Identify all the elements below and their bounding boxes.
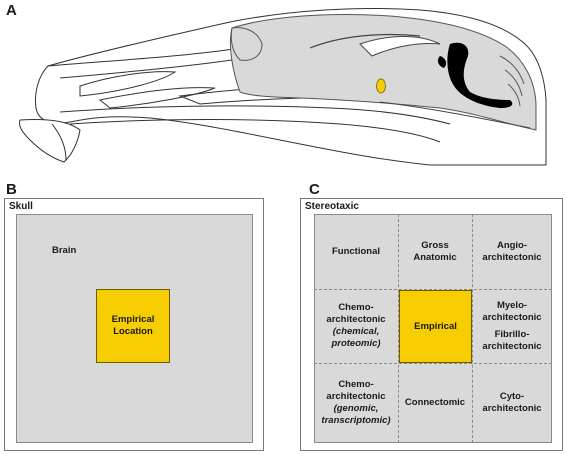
grid-line-horizontal-1: [314, 289, 552, 290]
cerebellum-folds: [499, 55, 525, 107]
cell-chemo2-architectonic-text: architectonic: [326, 391, 386, 402]
brainstem-line: [379, 101, 531, 129]
panel-b-letter: B: [6, 181, 17, 198]
cell-anatomic-text: Anatomic: [413, 251, 457, 263]
cell-transcriptomic-text: transcriptomic): [321, 415, 391, 426]
mandible: [19, 119, 81, 163]
grid-line-vertical-1: [398, 214, 399, 443]
skull-sagittal-drawing: [19, 8, 547, 166]
cell-cyto-architectonic: Cyto- architectonic: [472, 363, 552, 443]
cell-chemo2-text: Chemo-: [338, 379, 374, 390]
cell-angio-architectonic-text: architectonic: [482, 251, 542, 263]
snout-line-mid: [59, 59, 233, 79]
jaw-line-3: [69, 119, 441, 143]
empirical-location-line1: Empirical: [111, 314, 155, 325]
cell-genomic-text: (genomic,: [333, 403, 379, 414]
brain-label: Brain: [52, 245, 77, 256]
cell-angio-architectonic: Angio- architectonic: [472, 214, 552, 289]
cell-myelo-fibrillo: Myelo- architectonic Fibrillo- architect…: [472, 289, 552, 363]
jaw-line-2: [59, 105, 451, 125]
olfactory-bulb: [230, 27, 263, 61]
turbinate-loop-2: [98, 87, 216, 109]
snout-line-upper: [47, 47, 241, 67]
empirical-location-box: Empirical Location: [96, 289, 170, 363]
cell-myelo-architectonic-text: architectonic: [482, 311, 542, 323]
ventricle-fourth: [447, 42, 513, 109]
cell-chemo-text: Chemo-: [338, 302, 374, 313]
cell-chemical-text: (chemical,: [332, 326, 380, 337]
grid-line-vertical-2: [472, 214, 473, 443]
panel-a-letter: A: [6, 2, 17, 19]
empirical-location-marker: [376, 78, 386, 94]
corpus-callosum: [309, 33, 421, 49]
cell-angio-text: Angio-: [496, 239, 528, 251]
cell-functional-text: Functional: [331, 245, 381, 257]
empirical-center-box: Empirical: [399, 290, 472, 363]
ventricle-small: [437, 56, 447, 68]
cell-functional: Functional: [314, 214, 398, 289]
cell-fibrillo-architectonic-text: architectonic: [482, 340, 542, 352]
cell-cyto-architectonic-text: architectonic: [482, 403, 542, 414]
incisor: [51, 123, 67, 161]
hippocampus-curve: [359, 36, 441, 57]
cell-gross-text: Gross: [421, 239, 449, 251]
grid-line-horizontal-2: [314, 363, 552, 364]
empirical-location-line2: Location: [113, 326, 153, 337]
panel-c-letter: C: [309, 181, 320, 198]
stereotaxic-label: Stereotaxic: [305, 201, 359, 212]
cell-gross-anatomic: Gross Anatomic: [398, 214, 472, 289]
cell-chemo-proteomic: Chemo- architectonic (chemical, proteomi…: [314, 289, 398, 363]
cell-proteomic-text: proteomic): [331, 338, 381, 349]
cell-myelo-text: Myelo-: [496, 299, 528, 311]
cell-fibrillo-text: Fibrillo-: [494, 328, 530, 340]
skull-label: Skull: [9, 201, 33, 212]
cell-connectomic-text: Connectomic: [404, 397, 466, 408]
cell-connectomic: Connectomic: [398, 363, 472, 443]
turbinate-loop-1: [79, 71, 177, 97]
empirical-center-text: Empirical: [414, 320, 457, 332]
cell-cyto-text: Cyto-: [499, 391, 525, 402]
cell-chemo-architectonic-text: architectonic: [326, 314, 386, 325]
cell-chemo-transcriptomic: Chemo- architectonic (genomic, transcrip…: [314, 363, 398, 443]
